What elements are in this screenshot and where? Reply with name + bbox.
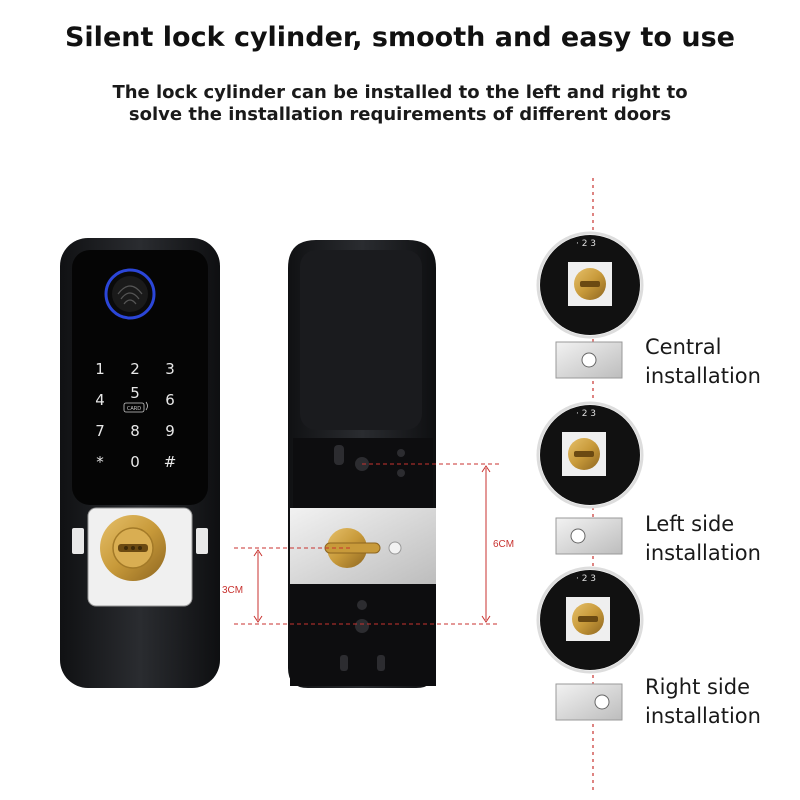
- plate-left: [555, 517, 623, 555]
- lock-cylinder-front: [100, 515, 166, 581]
- back-upper-panel: [293, 438, 433, 508]
- plate-right: [555, 683, 623, 721]
- key-4[interactable]: 4: [95, 391, 105, 409]
- label-left-side-installation: Left side installation: [645, 510, 761, 568]
- key-5[interactable]: 5: [130, 384, 140, 402]
- label-line-1: Left side: [645, 512, 735, 536]
- key-9[interactable]: 9: [165, 422, 175, 440]
- key-7[interactable]: 7: [95, 422, 105, 440]
- key-8[interactable]: 8: [130, 422, 140, 440]
- dim-3cm-label: 3CM: [222, 585, 243, 596]
- subtitle-line-2: solve the installation requirements of d…: [128, 104, 672, 125]
- label-line-2: installation: [645, 364, 761, 388]
- label-right-side-installation: Right side installation: [645, 673, 761, 731]
- key-star[interactable]: *: [96, 453, 104, 471]
- option-central: · 2 3: [536, 231, 644, 379]
- svg-text:· 2 3: · 2 3: [576, 574, 596, 584]
- label-central-installation: Central installation: [645, 333, 761, 391]
- back-lower-panel: [290, 584, 436, 686]
- key-6[interactable]: 6: [165, 391, 175, 409]
- key-2[interactable]: 2: [130, 360, 140, 378]
- left-latch: [72, 528, 84, 554]
- subtitle-line-1: The lock cylinder can be installed to th…: [112, 82, 688, 103]
- option-right-side: · 2 3: [536, 566, 644, 721]
- label-line-1: Right side: [645, 675, 750, 699]
- card-label: CARD: [127, 406, 141, 412]
- dimension-lines: [234, 463, 500, 625]
- svg-text:· 2 3: · 2 3: [576, 239, 596, 249]
- lower-mounting-holes: [340, 600, 385, 671]
- key-hash[interactable]: #: [164, 453, 177, 471]
- label-line-1: Central: [645, 335, 722, 359]
- key-0[interactable]: 0: [130, 453, 140, 471]
- keypad-keys: 1 2 3 4 6 7 8 9 * 0 # 5 CARD: [95, 360, 176, 471]
- option-left-side: · 2 3: [536, 401, 644, 555]
- card-reader-icon: [123, 402, 145, 413]
- label-line-2: installation: [645, 704, 761, 728]
- svg-text:· 2 3: · 2 3: [576, 409, 596, 419]
- fingerprint-sensor: [104, 268, 156, 320]
- page-subtitle: The lock cylinder can be installed to th…: [0, 82, 800, 126]
- keypad-panel: [72, 250, 208, 505]
- dim-6cm-label: 6CM: [493, 539, 514, 550]
- key-3[interactable]: 3: [165, 360, 175, 378]
- front-lock: 1 2 3 4 6 7 8 9 * 0 # 5 CARD: [60, 238, 220, 688]
- label-line-2: installation: [645, 541, 761, 565]
- back-handle-cover: [300, 250, 422, 430]
- key-1[interactable]: 1: [95, 360, 105, 378]
- right-latch: [196, 528, 208, 554]
- page-title: Silent lock cylinder, smooth and easy to…: [64, 22, 735, 53]
